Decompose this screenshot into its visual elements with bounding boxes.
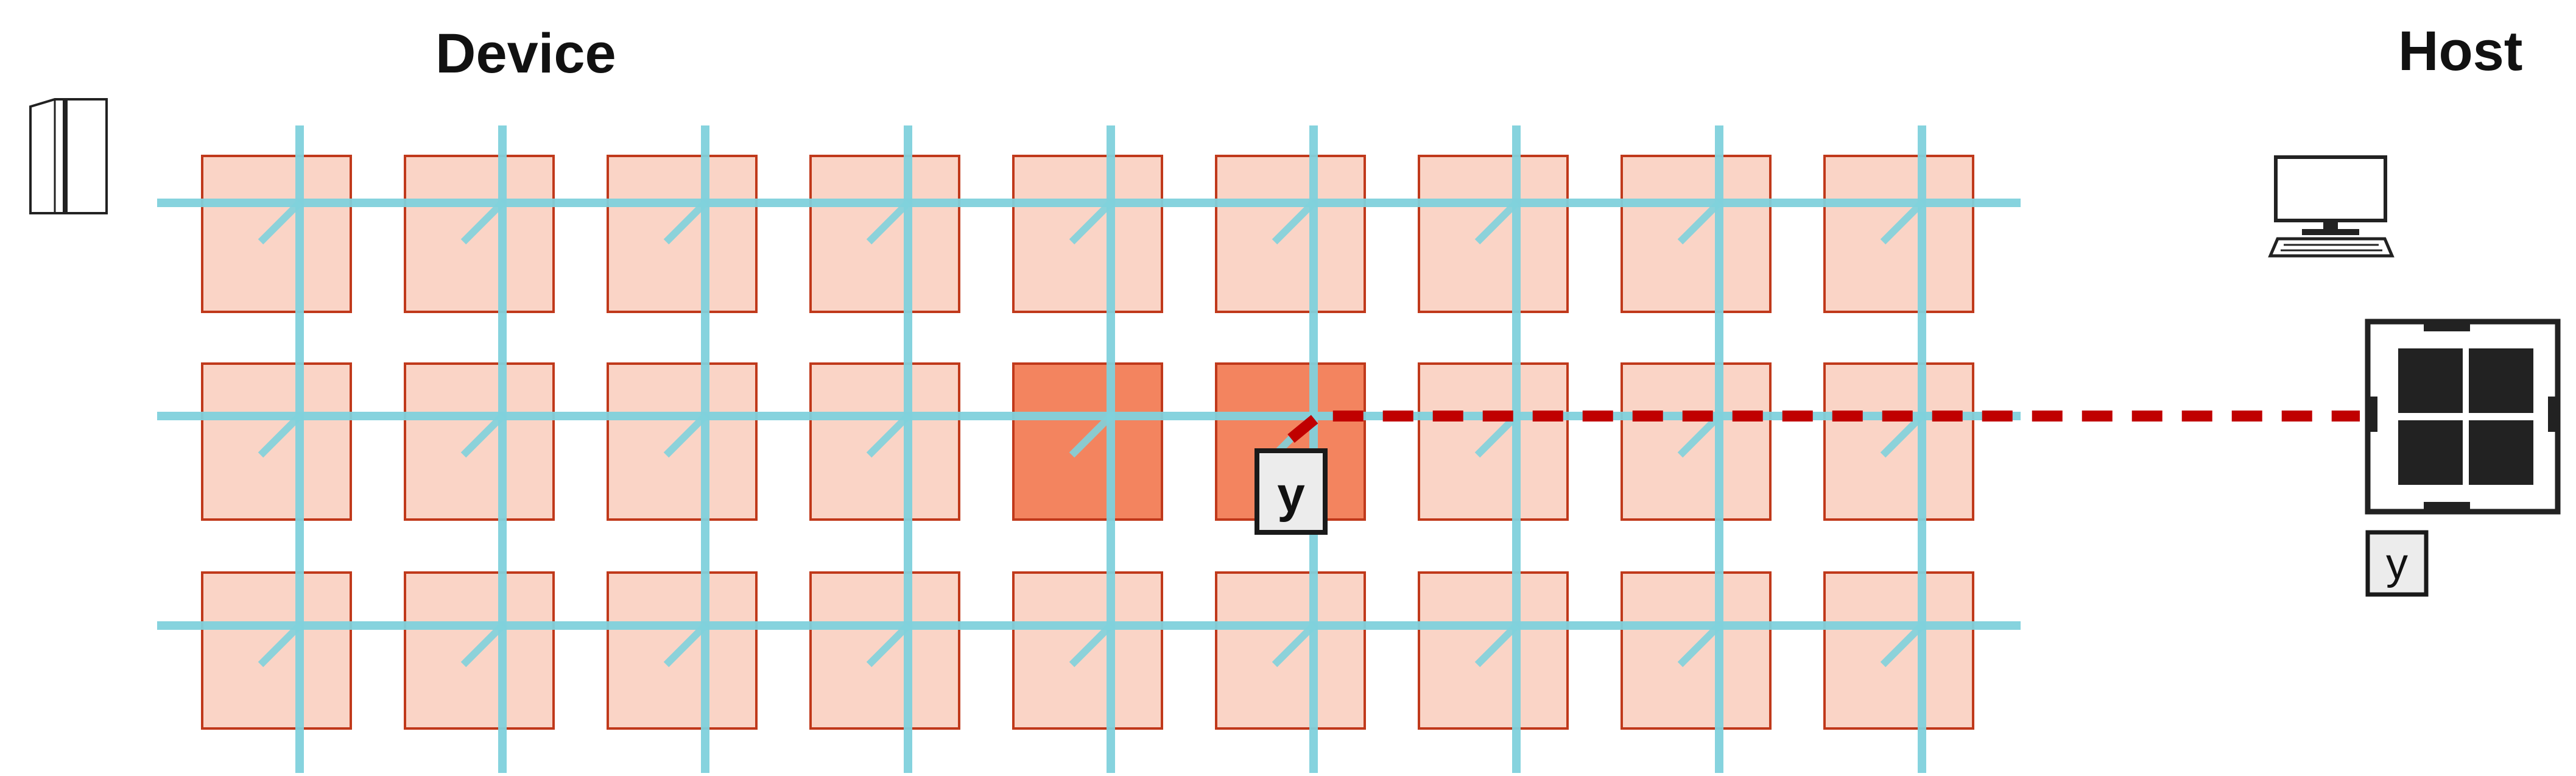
- tower-icon: [29, 98, 108, 214]
- tile-link: [258, 623, 303, 668]
- tile-link: [1677, 623, 1722, 668]
- value-chip: y: [1255, 448, 1328, 535]
- transfer-path: [1287, 411, 2360, 443]
- tile-link: [1272, 623, 1317, 668]
- value-chip-label: y: [1277, 467, 1305, 523]
- chip-icon: [2365, 319, 2561, 515]
- interconnect-grid: [157, 125, 2021, 773]
- tile-link: [663, 413, 708, 458]
- tile-link: [1880, 200, 1925, 245]
- transfer-dashed-line: [1287, 411, 2360, 443]
- tile: [1823, 155, 1974, 313]
- host-value-chip-box: [2365, 530, 2429, 597]
- device-label: Device: [435, 23, 616, 85]
- tile-link: [1474, 413, 1519, 458]
- tile-link: [1069, 200, 1114, 245]
- tile-link: [663, 200, 708, 245]
- tile-link: [258, 200, 303, 245]
- tile-link: [663, 623, 708, 668]
- tile-link: [866, 200, 911, 245]
- tile-link: [460, 413, 505, 458]
- tile-link: [866, 413, 911, 458]
- tile-link: [866, 623, 911, 668]
- desktop-computer-icon: [2268, 155, 2395, 258]
- tile-link: [1069, 623, 1114, 668]
- tile: [1621, 155, 1772, 313]
- tile-link: [258, 413, 303, 458]
- value-chip-box: [1255, 448, 1328, 535]
- tile-link: [1474, 200, 1519, 245]
- tile-link: [1069, 413, 1114, 458]
- tile: [607, 155, 758, 313]
- tile-link: [1677, 413, 1722, 458]
- host-label: Host: [2398, 20, 2523, 82]
- tile: [1012, 155, 1163, 313]
- tile: [201, 155, 352, 313]
- tile: [1215, 155, 1366, 313]
- tile-highlighted: [1012, 362, 1163, 521]
- host-value-chip-label: y: [2386, 540, 2408, 588]
- tile-link: [1677, 200, 1722, 245]
- tile-link: [1474, 623, 1519, 668]
- tile-link: [1880, 413, 1925, 458]
- host-value-chip: y: [2365, 530, 2429, 597]
- tile: [809, 155, 960, 313]
- tile-grid: [201, 155, 1974, 730]
- tile: [404, 155, 555, 313]
- tile-link: [460, 623, 505, 668]
- tile-link: [1880, 623, 1925, 668]
- tile-link: [1272, 200, 1317, 245]
- tile-link: [460, 200, 505, 245]
- tile: [809, 571, 960, 730]
- tile: [1418, 155, 1569, 313]
